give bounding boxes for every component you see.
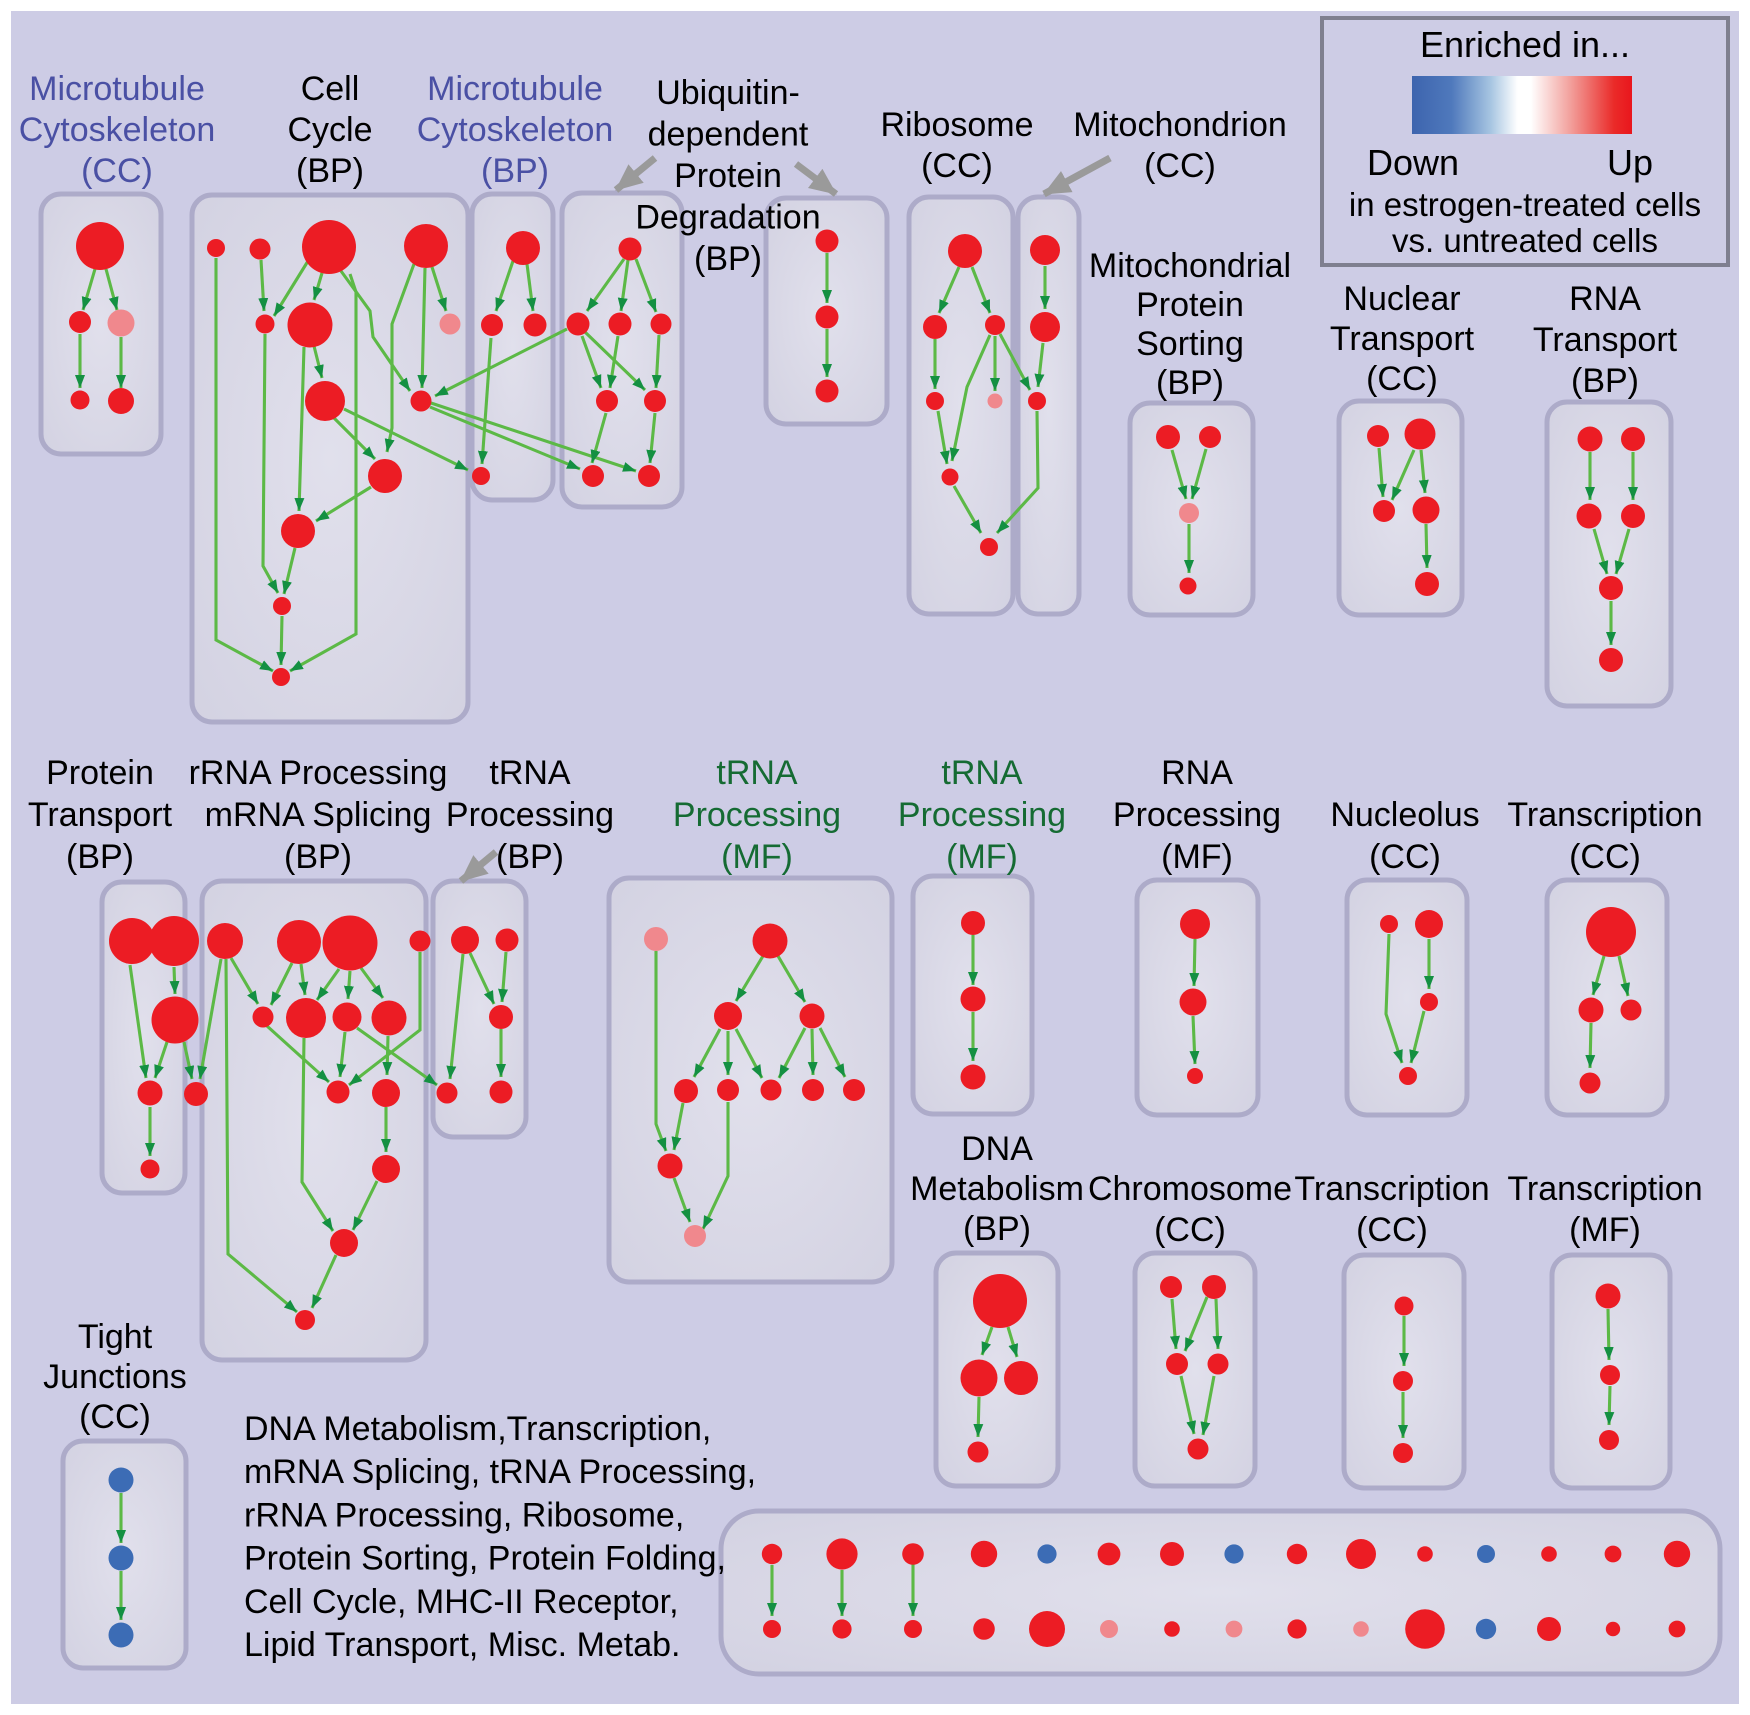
svg-text:Protein: Protein xyxy=(46,754,154,792)
svg-text:Mitochondrial: Mitochondrial xyxy=(1089,247,1291,285)
svg-text:(MF): (MF) xyxy=(1569,1211,1641,1249)
svg-text:Ubiquitin-: Ubiquitin- xyxy=(656,74,800,112)
svg-text:(BP): (BP) xyxy=(481,152,549,190)
svg-text:Protein Sorting, Protein Foldi: Protein Sorting, Protein Folding, xyxy=(244,1540,726,1578)
svg-text:Transport: Transport xyxy=(1330,320,1475,358)
svg-text:Up: Up xyxy=(1607,142,1653,183)
svg-text:rRNA Processing, Ribosome,: rRNA Processing, Ribosome, xyxy=(244,1496,684,1534)
svg-text:(MF): (MF) xyxy=(1161,838,1233,876)
svg-text:Transcription: Transcription xyxy=(1507,1170,1702,1208)
svg-text:(BP): (BP) xyxy=(1156,364,1224,402)
svg-text:tRNA: tRNA xyxy=(941,754,1023,792)
svg-text:Chromosome: Chromosome xyxy=(1088,1170,1292,1208)
svg-text:(CC): (CC) xyxy=(1144,147,1216,185)
svg-text:mRNA Splicing, tRNA Processing: mRNA Splicing, tRNA Processing, xyxy=(244,1453,756,1491)
svg-text:Transport: Transport xyxy=(28,796,173,834)
svg-text:Sorting: Sorting xyxy=(1136,325,1244,363)
svg-text:DNA Metabolism,Transcription,: DNA Metabolism,Transcription, xyxy=(244,1410,711,1448)
svg-text:Enriched in...: Enriched in... xyxy=(1420,24,1630,65)
svg-text:rRNA Processing: rRNA Processing xyxy=(189,754,448,792)
svg-text:(CC): (CC) xyxy=(1369,838,1441,876)
svg-text:(MF): (MF) xyxy=(721,838,793,876)
svg-text:Processing: Processing xyxy=(446,796,614,834)
svg-text:(BP): (BP) xyxy=(496,838,564,876)
svg-text:Cytoskeleton: Cytoskeleton xyxy=(19,111,216,149)
svg-text:Transport: Transport xyxy=(1533,321,1678,359)
svg-text:(CC): (CC) xyxy=(1366,360,1438,398)
svg-text:(MF): (MF) xyxy=(946,838,1018,876)
svg-text:RNA: RNA xyxy=(1569,280,1641,318)
svg-text:mRNA Splicing: mRNA Splicing xyxy=(205,796,432,834)
svg-text:(CC): (CC) xyxy=(81,152,153,190)
svg-text:(CC): (CC) xyxy=(1569,838,1641,876)
svg-text:Processing: Processing xyxy=(898,796,1066,834)
svg-text:Processing: Processing xyxy=(1113,796,1281,834)
svg-text:(BP): (BP) xyxy=(694,240,762,278)
svg-text:Lipid Transport, Misc. Metab.: Lipid Transport, Misc. Metab. xyxy=(244,1626,681,1664)
svg-text:Junctions: Junctions xyxy=(43,1358,187,1396)
svg-text:Degradation: Degradation xyxy=(635,199,820,237)
svg-text:Nuclear: Nuclear xyxy=(1343,280,1460,318)
svg-text:Processing: Processing xyxy=(673,796,841,834)
svg-text:DNA: DNA xyxy=(961,1130,1033,1168)
svg-text:dependent: dependent xyxy=(648,116,809,154)
svg-text:(CC): (CC) xyxy=(1356,1211,1428,1249)
svg-text:(BP): (BP) xyxy=(296,152,364,190)
svg-text:(CC): (CC) xyxy=(921,147,993,185)
svg-text:in estrogen-treated cells: in estrogen-treated cells xyxy=(1349,186,1701,223)
svg-text:Cell: Cell xyxy=(301,70,360,108)
svg-text:(CC): (CC) xyxy=(1154,1211,1226,1249)
svg-text:(BP): (BP) xyxy=(963,1210,1031,1248)
svg-text:Protein: Protein xyxy=(674,157,782,195)
svg-text:(BP): (BP) xyxy=(66,838,134,876)
svg-text:Cycle: Cycle xyxy=(287,111,372,149)
svg-text:Cytoskeleton: Cytoskeleton xyxy=(417,111,614,149)
svg-text:(BP): (BP) xyxy=(284,838,352,876)
svg-text:Ribosome: Ribosome xyxy=(880,106,1033,144)
svg-text:Transcription: Transcription xyxy=(1507,796,1702,834)
svg-text:tRNA: tRNA xyxy=(716,754,798,792)
svg-text:Microtubule: Microtubule xyxy=(29,70,205,108)
svg-text:Cell Cycle, MHC-II Receptor,: Cell Cycle, MHC-II Receptor, xyxy=(244,1583,679,1621)
svg-text:vs. untreated cells: vs. untreated cells xyxy=(1392,222,1658,259)
svg-text:Nucleolus: Nucleolus xyxy=(1330,796,1479,834)
svg-text:Mitochondrion: Mitochondrion xyxy=(1073,106,1287,144)
svg-text:tRNA: tRNA xyxy=(489,754,571,792)
svg-text:Down: Down xyxy=(1367,142,1459,183)
svg-text:(BP): (BP) xyxy=(1571,362,1639,400)
svg-text:Microtubule: Microtubule xyxy=(427,70,603,108)
svg-text:RNA: RNA xyxy=(1161,754,1233,792)
svg-text:(CC): (CC) xyxy=(79,1398,151,1436)
svg-text:Transcription: Transcription xyxy=(1294,1170,1489,1208)
svg-text:Tight: Tight xyxy=(78,1318,153,1356)
svg-text:Protein: Protein xyxy=(1136,286,1244,324)
svg-text:Metabolism: Metabolism xyxy=(910,1170,1084,1208)
